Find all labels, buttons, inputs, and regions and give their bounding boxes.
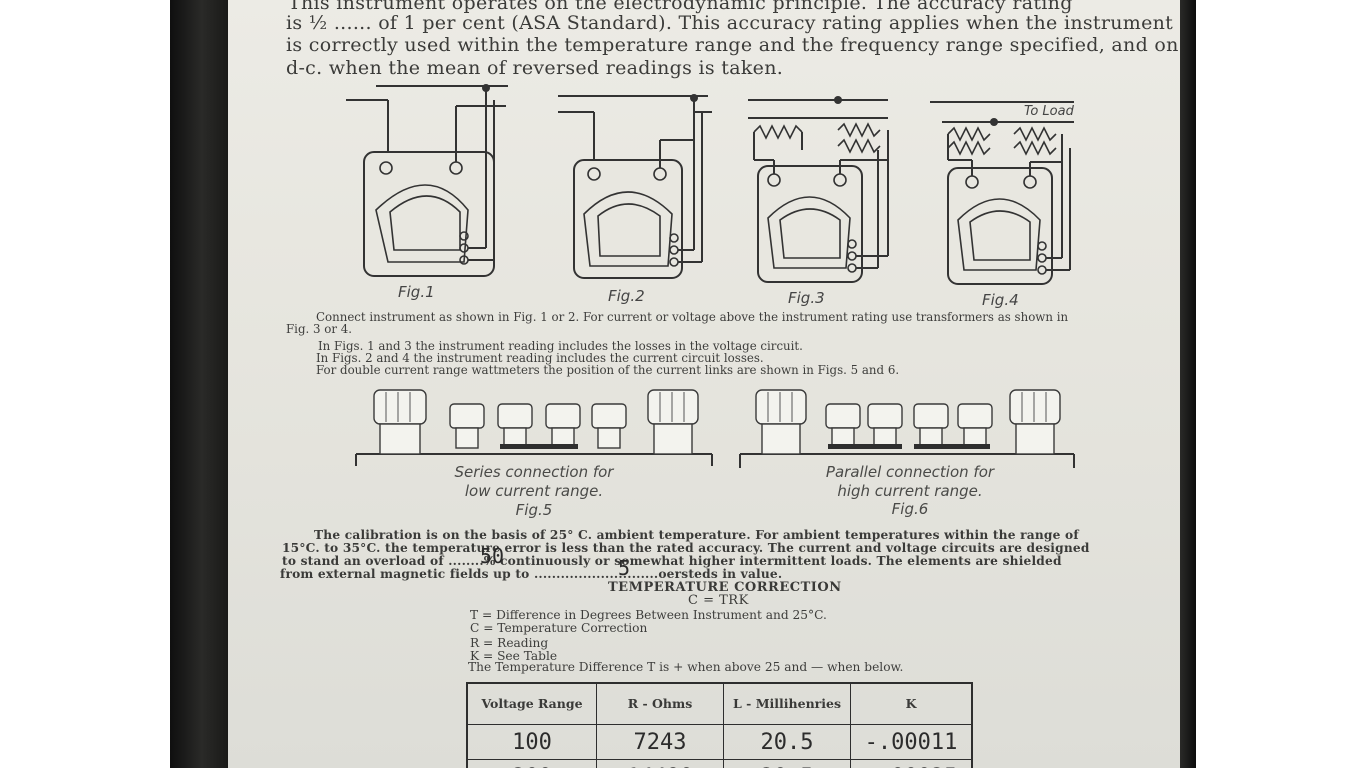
intro-line-2: is ½ ...... of 1 per cent (ASA Standard)…	[286, 12, 1174, 34]
fig6-label: Fig.6	[891, 500, 929, 518]
instructions-line-1: Connect instrument as shown in Fig. 1 or…	[316, 310, 1069, 324]
frame-right-edge	[1180, 0, 1196, 768]
fig4-label: Fig.4	[982, 291, 1019, 309]
temperature-correction-title: TEMPERATURE CORRECTION	[608, 580, 842, 595]
definition-t: T = Difference in Degrees Between Instru…	[470, 608, 827, 622]
fig2-label: Fig.2	[608, 287, 645, 305]
intro-line-3: is correctly used within the temperature…	[286, 34, 1179, 56]
link-diagrams	[355, 389, 1075, 468]
to-load-label: To Load	[1024, 104, 1074, 119]
frame-left-edge	[170, 0, 228, 768]
fig4-diagram	[930, 101, 1074, 285]
field-value: 5	[618, 556, 631, 580]
fig6-terminals	[739, 389, 1075, 468]
cell-k: -.00011	[850, 724, 973, 760]
fig6-caption-line-2: high current range.	[837, 482, 983, 500]
fig5-caption-line-2: low current range.	[464, 482, 604, 500]
fig1-diagram	[346, 84, 508, 277]
cell-voltage-range: 200	[466, 759, 597, 768]
fig3-diagram	[748, 96, 889, 283]
cell-k: -.00025	[850, 759, 973, 768]
instruction-sheet: This instrument operates on the electrod…	[228, 0, 1180, 768]
cell-l-millihenries: 20.5	[723, 724, 851, 760]
fig6-caption-line-1: Parallel connection for	[825, 463, 995, 481]
header-r-ohms: R - Ohms	[596, 682, 724, 725]
calibration-line-3: to stand an overload of ........% contin…	[282, 554, 1062, 568]
calibration-line-2: 15°C. to 35°C. the temperature error is …	[282, 541, 1090, 555]
instructions-line-5: For double current range wattmeters the …	[316, 363, 900, 377]
instructions-line-2: Fig. 3 or 4.	[286, 322, 353, 336]
instructions-line-3: In Figs. 1 and 3 the instrument reading …	[318, 339, 803, 353]
calibration-line-4: from external magnetic fields up to ....…	[280, 567, 783, 581]
cell-r-ohms: 14490	[596, 759, 724, 768]
cell-voltage-range: 100	[466, 724, 597, 760]
fig2-diagram	[558, 94, 712, 279]
instructions-line-4: In Figs. 2 and 4 the instrument reading …	[316, 351, 764, 365]
fig1-label: Fig.1	[398, 283, 435, 301]
wiring-diagrams	[346, 84, 1074, 285]
fig3-label: Fig.3	[788, 289, 825, 307]
cell-r-ohms: 7243	[596, 724, 724, 760]
temperature-correction-formula: C = TRK	[688, 593, 749, 608]
definition-k: K = See Table	[470, 649, 558, 663]
header-voltage-range: Voltage Range	[466, 682, 597, 725]
table-row: 200 14490 20.5 -.00025	[466, 759, 973, 768]
calibration-line-1: The calibration is on the basis of 25° C…	[314, 528, 1079, 542]
overload-value: 50	[480, 544, 505, 568]
header-l-millihenries: L - Millihenries	[723, 682, 851, 725]
intro-line-4: d-c. when the mean of reversed readings …	[286, 57, 784, 79]
cell-l-millihenries: 20.5	[723, 759, 851, 768]
correction-table: Voltage Range R - Ohms L - Millihenries …	[466, 682, 973, 768]
definition-c: C = Temperature Correction	[470, 621, 648, 635]
fig5-terminals	[355, 389, 713, 466]
header-k: K	[850, 682, 973, 725]
temperature-sign-note: The Temperature Difference T is + when a…	[468, 660, 904, 674]
fig5-caption-line-1: Series connection for	[454, 463, 614, 481]
fig5-label: Fig.5	[515, 501, 553, 519]
intro-line-1: This instrument operates on the electrod…	[288, 0, 1073, 14]
table-header-row: Voltage Range R - Ohms L - Millihenries …	[466, 682, 973, 725]
table-row: 100 7243 20.5 -.00011	[466, 724, 973, 760]
definition-r: R = Reading	[470, 636, 549, 650]
